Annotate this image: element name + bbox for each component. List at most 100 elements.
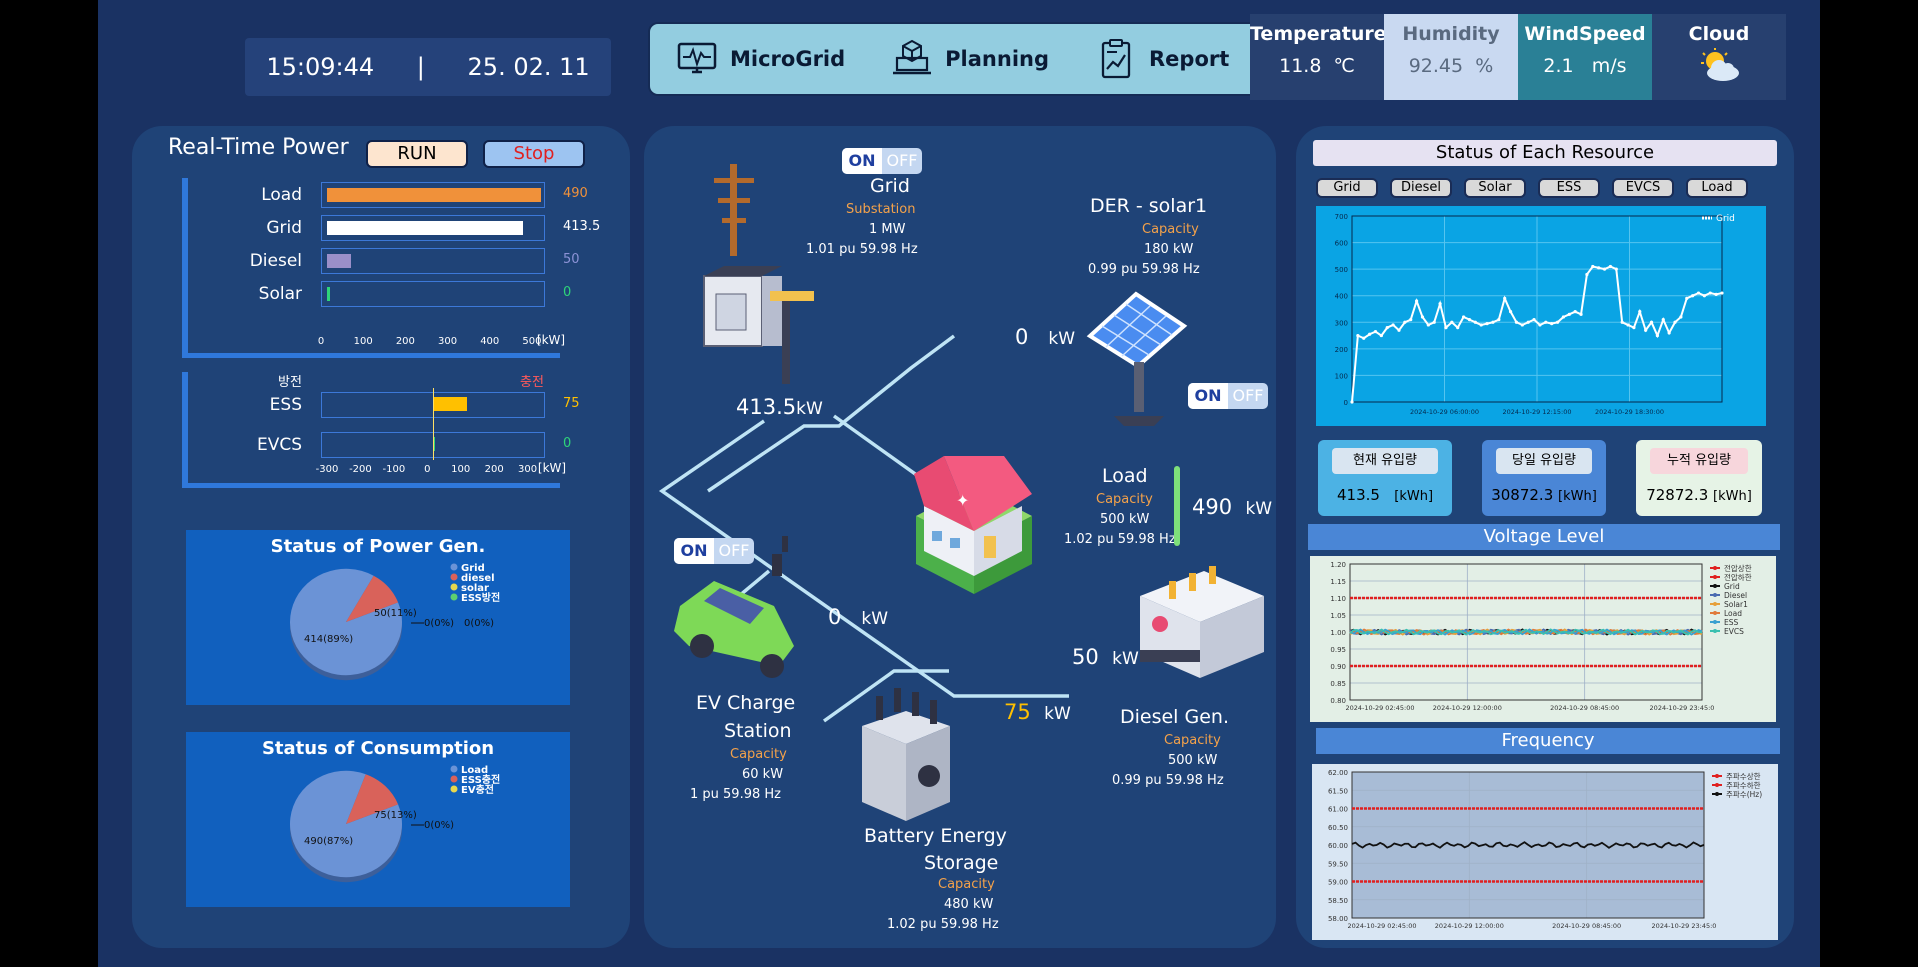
res-point xyxy=(1649,320,1654,324)
load-pu-hz: 1.02 pu 59.98 Hz xyxy=(1064,532,1176,547)
tab-load[interactable]: Load xyxy=(1686,178,1748,198)
ev-capacity: 60 kW xyxy=(742,767,784,782)
res-point xyxy=(1403,320,1407,324)
stop-button[interactable]: Stop xyxy=(483,140,585,168)
res-point xyxy=(1550,322,1554,326)
limit-x-tick: 2024-10-29 02:45:00 xyxy=(1345,704,1414,712)
bar-value-load: 490 xyxy=(563,186,588,201)
res-point xyxy=(1608,264,1613,269)
limit-x-tick: 2024-10-29 02:45:00 xyxy=(1347,922,1416,930)
ess-bar-frame-left xyxy=(182,372,188,488)
clock-display: 15:09:44 | 25. 02. 11 xyxy=(245,38,611,96)
cum-today: 당일 유입량 30872.3 [kWh] xyxy=(1482,440,1606,516)
pie-legend-dot-1 xyxy=(450,775,458,783)
nav-microgrid[interactable]: MicroGrid xyxy=(676,38,845,80)
tab-solar[interactable]: Solar xyxy=(1464,178,1526,198)
frequency-line-chart: 58.0058.5059.0059.5060.0060.5061.0061.50… xyxy=(1312,764,1778,940)
discharge-label: 방전 xyxy=(278,375,302,390)
limit-x-tick: 2024-10-29 08:45:00 xyxy=(1552,922,1621,930)
limit-legend-dot-3 xyxy=(1713,593,1717,597)
pie-label-2: 0(0%) xyxy=(424,618,454,629)
nav-report-label: Report xyxy=(1149,47,1230,71)
pie-label-1: 75(13%) xyxy=(374,810,417,821)
diesel-capacity: 500 kW xyxy=(1168,753,1218,768)
limit-y-tick: 0.85 xyxy=(1330,680,1346,688)
bar-axis-tick: 0 xyxy=(317,336,325,347)
bar-axis-tick: 100 xyxy=(353,336,373,347)
series-line-0 xyxy=(1351,841,1705,849)
windspeed-label: WindSpeed xyxy=(1524,23,1646,45)
limit-y-tick: 58.50 xyxy=(1328,897,1348,905)
grid-toggle[interactable]: ON OFF xyxy=(842,148,922,174)
tab-evcs[interactable]: EVCS xyxy=(1612,178,1674,198)
power-gen-pie-panel: Status of Power Gen. 414(89%)50(11%)0(0%… xyxy=(186,530,570,705)
consumption-pie-panel: Status of Consumption 490(87%)75(13%)0(0… xyxy=(186,732,570,907)
pie-label-2: 0(0%) xyxy=(424,820,454,831)
consumption-pie-title: Status of Consumption xyxy=(261,738,495,759)
limit-y-tick: 0.95 xyxy=(1330,646,1346,654)
limit-legend-dot-2 xyxy=(1713,584,1717,588)
ev-toggle-on: ON xyxy=(674,538,714,564)
voltage-line-chart: 0.800.850.900.951.001.051.101.151.202024… xyxy=(1310,556,1776,722)
grid-capacity: 1 MW xyxy=(869,222,906,237)
run-button[interactable]: RUN xyxy=(366,140,468,168)
ess-axis-tick: -200 xyxy=(349,464,372,475)
res-point xyxy=(1438,302,1442,306)
limit-y-tick: 62.00 xyxy=(1328,769,1348,777)
bar-frame-left xyxy=(182,178,188,358)
load-title: Load xyxy=(1102,465,1148,487)
bar-value-solar: 0 xyxy=(563,285,572,300)
cum-total: 누적 유입량 72872.3 [kWh] xyxy=(1636,440,1762,516)
clipboard-chart-icon xyxy=(1101,39,1131,79)
cum-current: 현재 유입량 413.5 [kWh] xyxy=(1318,440,1452,516)
res-point xyxy=(1655,333,1659,338)
limit-y-tick: 1.20 xyxy=(1330,561,1346,569)
ess-capacity: 480 kW xyxy=(944,897,994,912)
load-level-bar xyxy=(1174,466,1180,546)
ess-axis-tick: 300 xyxy=(518,464,538,475)
bar-track-diesel xyxy=(321,248,545,274)
limit-y-tick: 60.50 xyxy=(1328,824,1348,832)
microgrid-diagram: ✦ xyxy=(658,164,1264,821)
date-text: 25. 02. 11 xyxy=(467,53,590,81)
limit-legend-label-5: Load xyxy=(1724,609,1742,618)
humidity-label: Humidity xyxy=(1402,23,1500,45)
res-y-tick: 200 xyxy=(1335,346,1348,354)
bar-label-grid: Grid xyxy=(266,218,302,238)
tab-diesel[interactable]: Diesel xyxy=(1390,178,1452,198)
load-capacity-label: Capacity xyxy=(1096,492,1153,507)
limit-x-tick: 2024-10-29 23:45:0 xyxy=(1650,704,1715,712)
ess-axis-tick: 200 xyxy=(484,464,504,475)
ev-toggle[interactable]: ON OFF xyxy=(674,538,754,564)
limit-x-tick: 2024-10-29 08:45:00 xyxy=(1550,704,1619,712)
top-navigation: MicroGrid Planning Report xyxy=(648,22,1326,96)
res-point xyxy=(1368,332,1372,336)
nav-planning[interactable]: Planning xyxy=(891,38,1049,80)
temperature-value: 11.8 ℃ xyxy=(1279,55,1355,77)
battery-graphic xyxy=(862,688,950,821)
svg-text:✦: ✦ xyxy=(956,491,969,510)
cum-total-value: 72872.3 [kWh] xyxy=(1646,486,1752,504)
solar-toggle[interactable]: ON OFF xyxy=(1188,383,1268,409)
partly-cloudy-icon xyxy=(1701,48,1739,81)
res-point xyxy=(1526,320,1530,324)
limit-legend-dot-6 xyxy=(1713,620,1717,624)
nav-report[interactable]: Report xyxy=(1095,38,1229,80)
cloud-cell: Cloud xyxy=(1652,14,1786,100)
res-point xyxy=(1679,315,1683,319)
limit-y-tick: 60.00 xyxy=(1328,842,1348,850)
windspeed-cell: WindSpeed 2.1 m/s xyxy=(1518,14,1652,100)
res-point xyxy=(1350,400,1354,404)
ess-axis-tick: 100 xyxy=(451,464,471,475)
nav-microgrid-label: MicroGrid xyxy=(730,47,846,71)
bar-value-diesel: 50 xyxy=(563,252,580,267)
tab-ess[interactable]: ESS xyxy=(1538,178,1600,198)
bar-value-grid: 413.5 xyxy=(563,219,601,234)
ess-axis-tick: -100 xyxy=(382,464,406,475)
res-point xyxy=(1591,264,1595,269)
tab-grid[interactable]: Grid xyxy=(1316,178,1378,198)
cum-total-label: 누적 유입량 xyxy=(1650,448,1748,474)
res-point xyxy=(1432,320,1436,324)
